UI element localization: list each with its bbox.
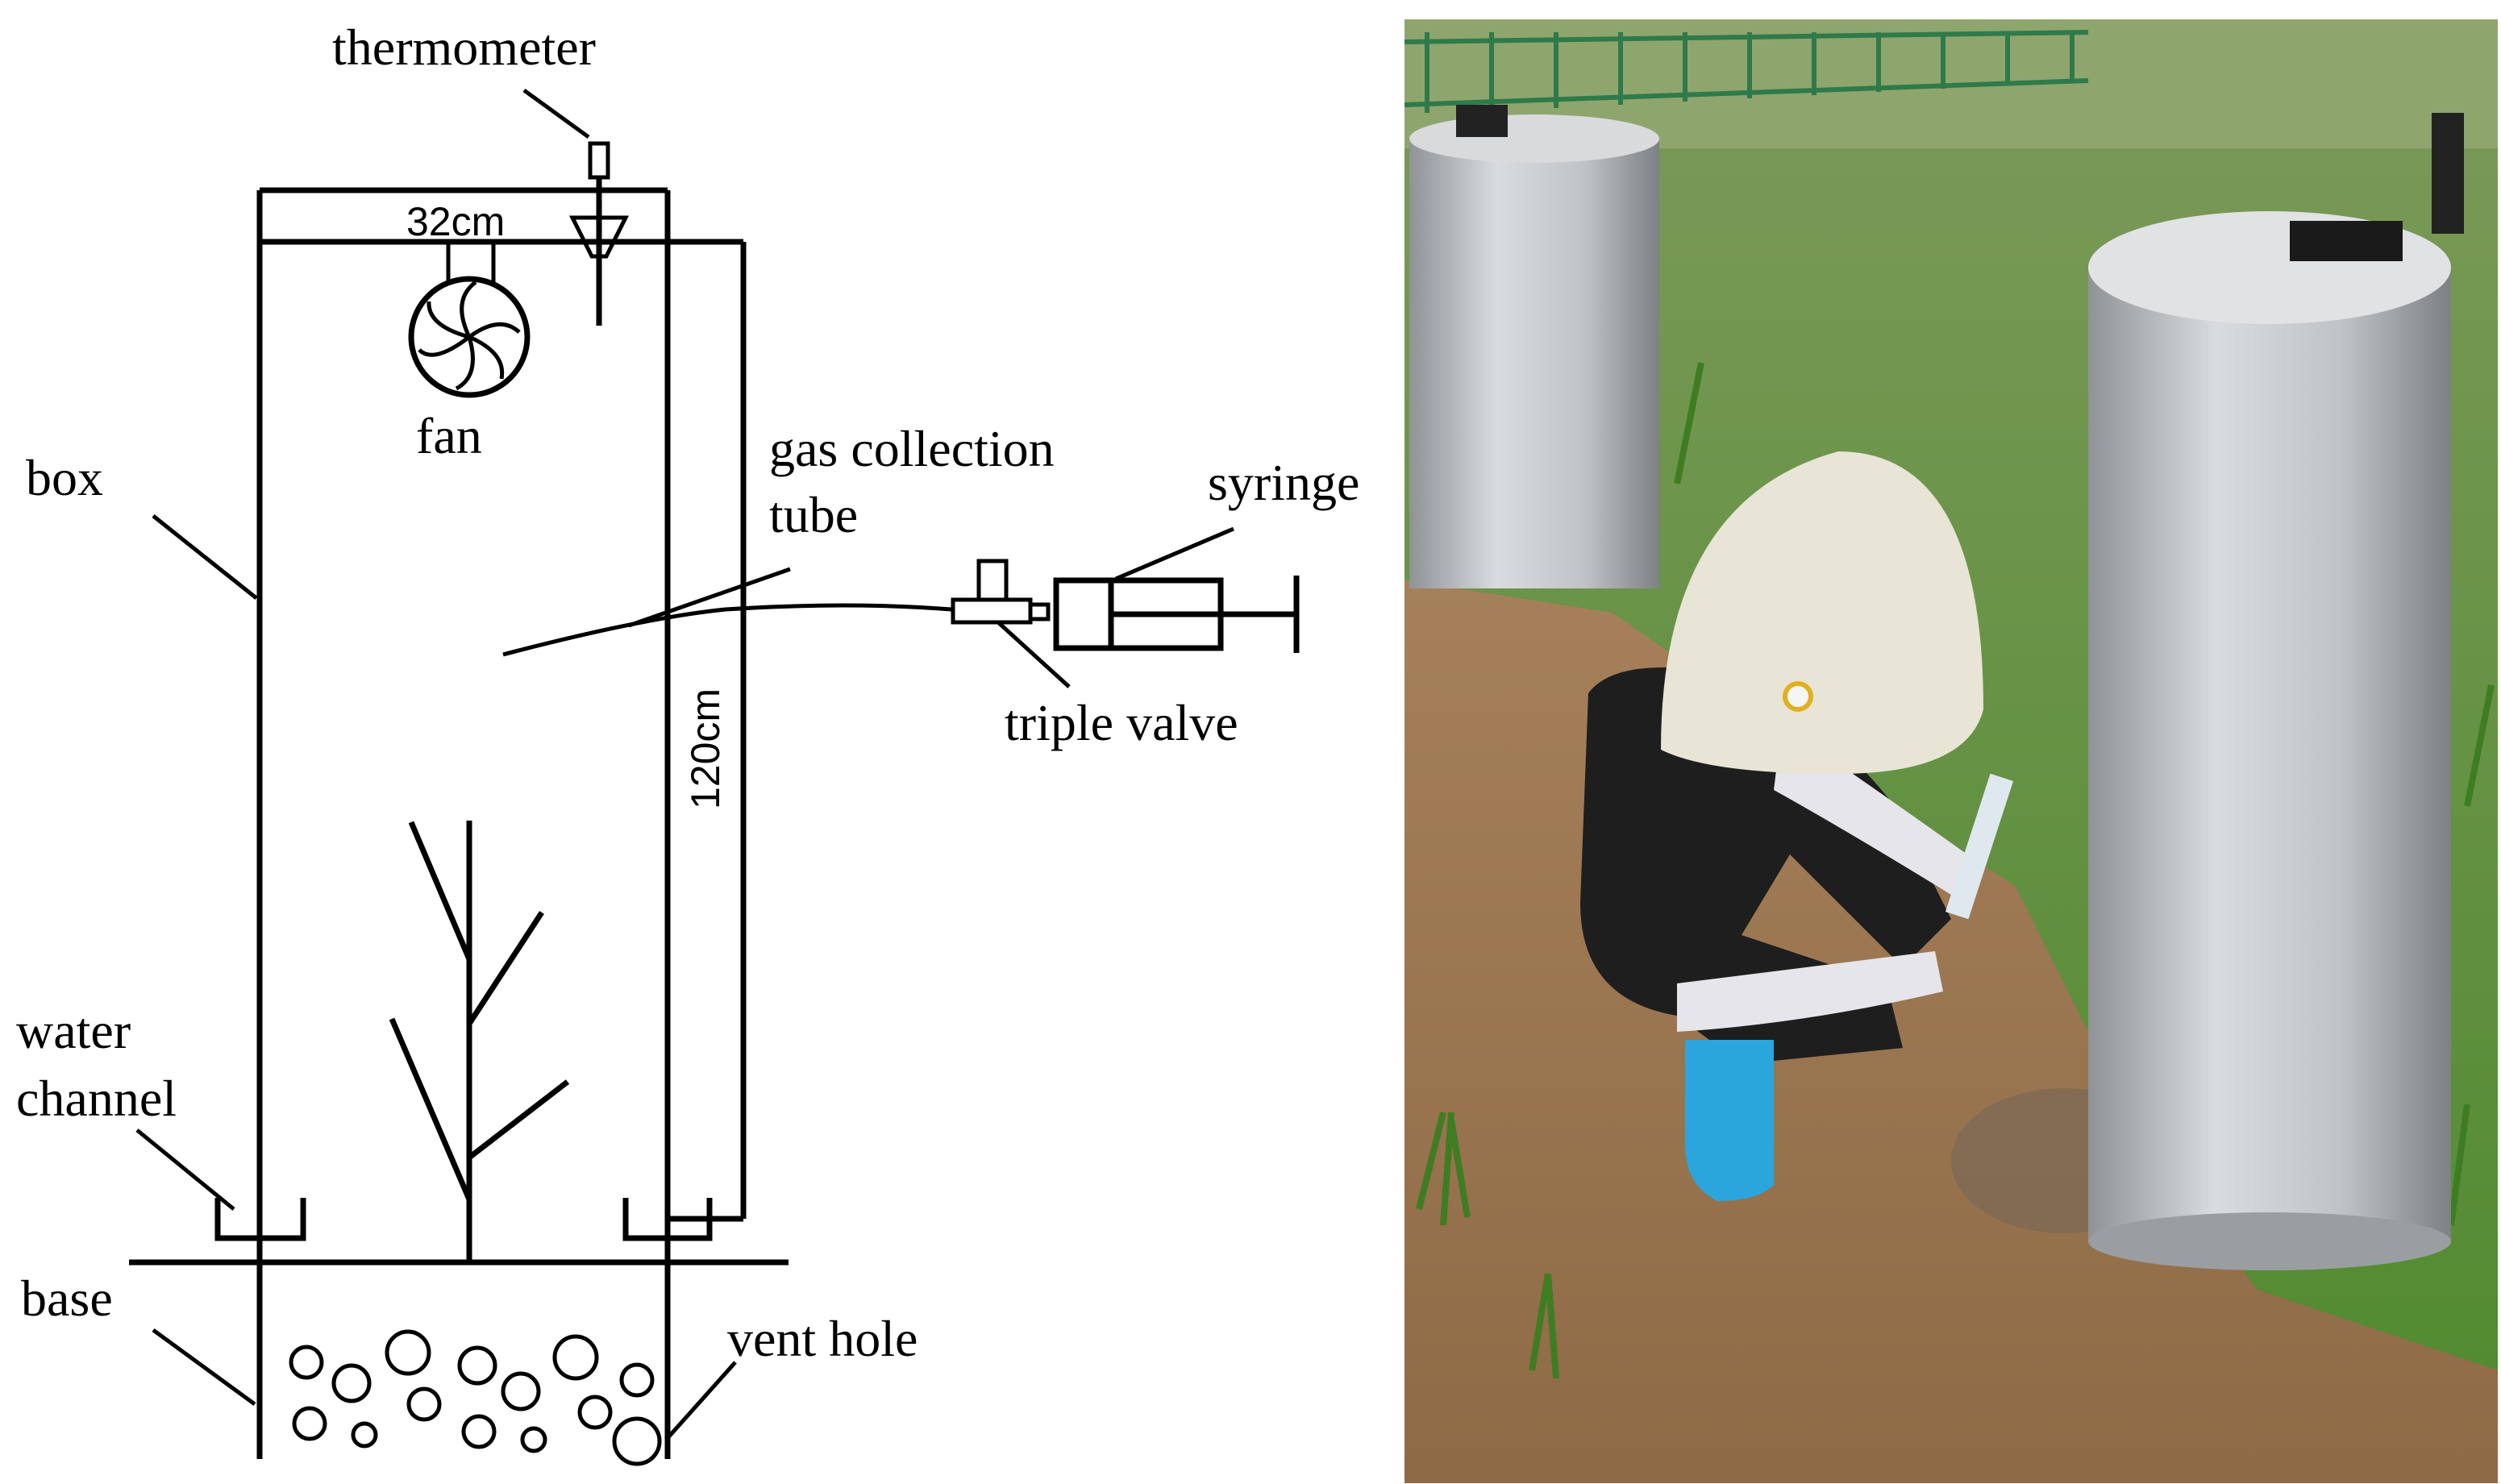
thermometer-icon bbox=[522, 88, 630, 326]
triple-valve-label: triple valve bbox=[1005, 694, 1238, 751]
gas-tube-label-line2: tube bbox=[769, 486, 858, 543]
vent-holes bbox=[289, 1329, 662, 1466]
chamber-back bbox=[1409, 105, 1659, 588]
gas-tube-leader bbox=[628, 567, 791, 628]
gas-tube-label-line1: gas collection bbox=[769, 420, 1055, 477]
fan-icon bbox=[408, 242, 531, 398]
chamber-front bbox=[2088, 113, 2464, 1270]
triple-valve-icon bbox=[951, 559, 1071, 688]
fan-label: fan bbox=[416, 407, 482, 464]
water-channel-leader bbox=[135, 1129, 235, 1211]
vent-hole-leader bbox=[666, 1361, 737, 1440]
syringe-label: syringe bbox=[1208, 454, 1359, 511]
base-label: base bbox=[21, 1270, 113, 1327]
fence bbox=[1404, 30, 2089, 113]
water-channel-left bbox=[214, 1198, 306, 1241]
box-leader bbox=[152, 514, 258, 600]
person-sampling bbox=[1580, 451, 2014, 1201]
width-label: 32cm bbox=[406, 199, 505, 244]
water-channel-label-line1: water bbox=[16, 1002, 131, 1059]
thermometer-label: thermometer bbox=[332, 19, 596, 76]
height-label: 120cm bbox=[683, 688, 728, 809]
vent-hole-label: vent hole bbox=[727, 1310, 918, 1367]
syringe-icon bbox=[1053, 526, 1300, 653]
field-photo bbox=[1404, 19, 2498, 1483]
plant-icon bbox=[389, 821, 570, 1262]
water-channel-label-line2: channel bbox=[16, 1070, 177, 1127]
gas-collection-tube bbox=[502, 603, 952, 657]
base-leader bbox=[152, 1328, 256, 1407]
water-channel-right bbox=[622, 1198, 713, 1241]
chamber-schematic: thermometer 32cm fan box gas collection … bbox=[16, 19, 1359, 1466]
box-label: box bbox=[26, 449, 103, 506]
